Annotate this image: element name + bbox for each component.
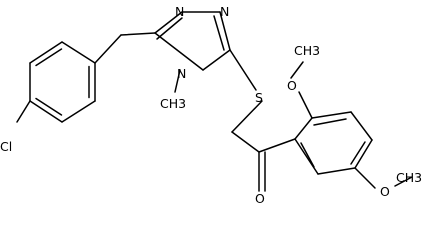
atom-label-n4: N [177, 66, 186, 81]
bond-layer [16, 11, 413, 192]
atom-label-o-ketone: O [255, 191, 265, 206]
bond [120, 32, 156, 36]
bond [29, 100, 63, 123]
bond [354, 139, 373, 169]
bond [202, 49, 231, 71]
bond [35, 97, 63, 116]
bond [350, 141, 366, 165]
bond [231, 100, 263, 133]
atom-label-o-ome1: O [287, 78, 297, 93]
bond [298, 91, 313, 119]
bond [311, 111, 352, 119]
atom-label-me1: CH3 [294, 43, 320, 58]
bond [354, 167, 376, 189]
bond [258, 138, 296, 153]
bond [313, 118, 347, 126]
bond [294, 117, 313, 140]
bond [229, 49, 257, 91]
bond [213, 15, 225, 51]
bond [231, 131, 260, 153]
atom-label-n1: N [175, 4, 184, 19]
bond [61, 100, 96, 123]
atom-label-cl: Cl [0, 139, 12, 154]
label-layer: N N N CH3 S Cl O O CH3 O CH3 [0, 4, 422, 206]
bond [300, 142, 315, 168]
bond [350, 111, 373, 141]
atom-label-s: S [255, 90, 263, 105]
bond [219, 11, 231, 51]
atom-label-methyl-n: CH3 [160, 96, 186, 111]
bond [35, 48, 63, 67]
bond [29, 41, 63, 64]
bond [156, 17, 183, 40]
structure-diagram: N N N CH3 S Cl O O CH3 O CH3 [0, 4, 422, 206]
bond [154, 11, 183, 34]
bond [174, 69, 181, 93]
atom-label-o-ome2: O [380, 184, 390, 199]
bond [294, 138, 319, 175]
bond [154, 32, 204, 71]
bond [61, 41, 96, 64]
bond [94, 34, 122, 64]
atom-label-me2: CH3 [396, 170, 422, 185]
bond [16, 100, 31, 123]
bond [394, 176, 413, 187]
bond [290, 61, 304, 79]
bond [317, 167, 356, 175]
atom-label-n2: N [220, 4, 229, 19]
